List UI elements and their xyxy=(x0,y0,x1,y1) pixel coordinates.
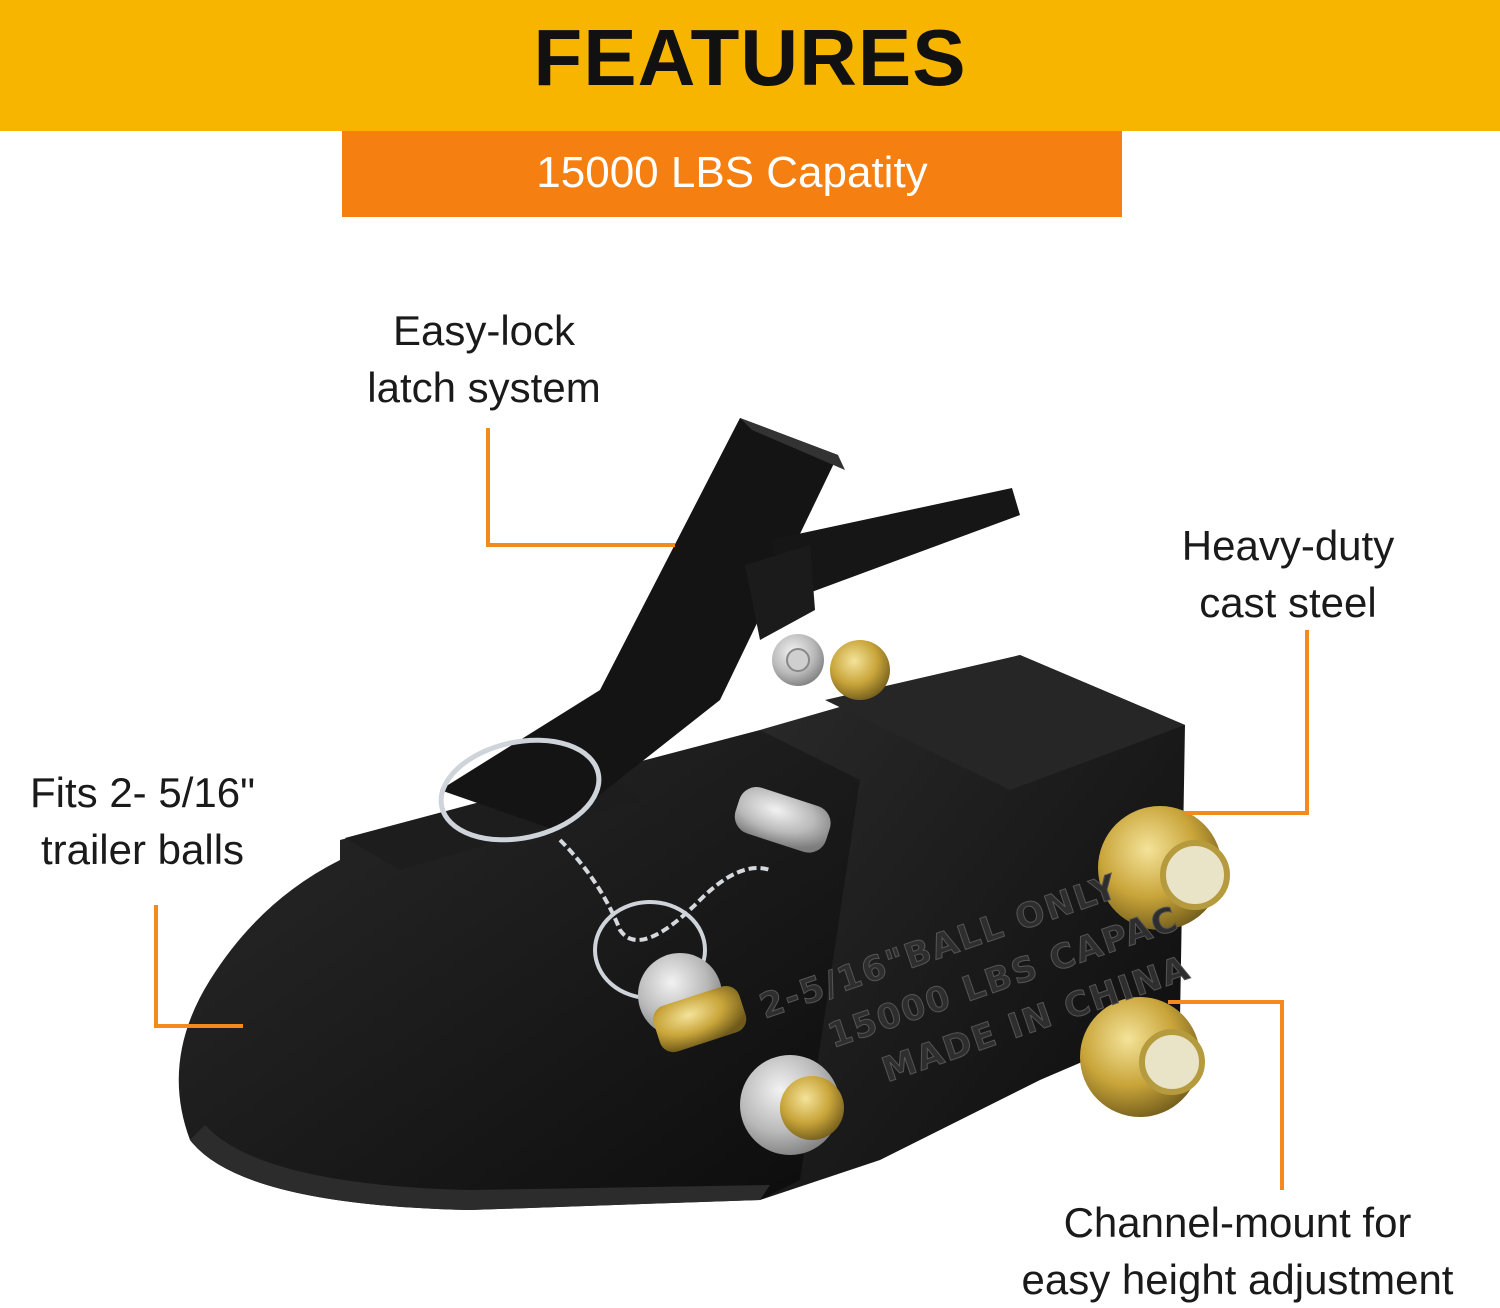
channel-body xyxy=(760,655,1185,1200)
latch-leader-line xyxy=(486,428,675,547)
callout-latch-line2: latch system xyxy=(367,364,601,411)
callout-balls-line1: Fits 2- 5/16" xyxy=(30,769,255,816)
safety-chain xyxy=(558,838,771,942)
channel-nut-upper-insert xyxy=(1160,840,1230,910)
page-title: FEATURES xyxy=(533,13,967,102)
callout-steel: Heavy-duty cast steel xyxy=(1158,517,1418,631)
lower-front-bolt xyxy=(780,1076,844,1140)
capacity-banner: 15000 LBS Capatity xyxy=(342,131,1122,217)
latch-handle xyxy=(440,418,838,830)
front-adjust-bolt xyxy=(653,985,747,1053)
channel-leader-line xyxy=(1168,1000,1284,1190)
channel-top xyxy=(825,655,1185,790)
safety-pin xyxy=(734,786,831,853)
safety-pin-ring xyxy=(438,737,602,843)
callout-latch-line1: Easy-lock xyxy=(392,307,576,354)
callout-balls-line2: trailer balls xyxy=(40,826,245,873)
header-band: FEATURES xyxy=(0,0,1500,131)
callout-balls: Fits 2- 5/16" trailer balls xyxy=(5,764,280,878)
callout-steel-line1: Heavy-duty xyxy=(1181,522,1395,569)
latch-edge xyxy=(740,418,845,470)
rear-top-nut xyxy=(830,640,890,700)
balls-leader-line xyxy=(154,905,243,1028)
callout-channel-line1: Channel-mount for xyxy=(1063,1199,1412,1246)
channel-nut-lower-insert xyxy=(1139,1029,1205,1095)
lever-bracket xyxy=(745,545,815,640)
callout-steel-line2: cast steel xyxy=(1199,579,1377,626)
lever-bar xyxy=(770,488,1020,600)
callout-latch: Easy-lock latch system xyxy=(343,302,625,416)
callout-channel-line2: easy height adjustment xyxy=(1021,1256,1454,1303)
socket-rim xyxy=(190,1125,770,1210)
steel-leader-line xyxy=(1185,630,1309,815)
capacity-text: 15000 LBS Capatity xyxy=(536,148,928,197)
ball-socket xyxy=(178,730,860,1210)
callout-channel: Channel-mount for easy height adjustment xyxy=(985,1194,1490,1308)
